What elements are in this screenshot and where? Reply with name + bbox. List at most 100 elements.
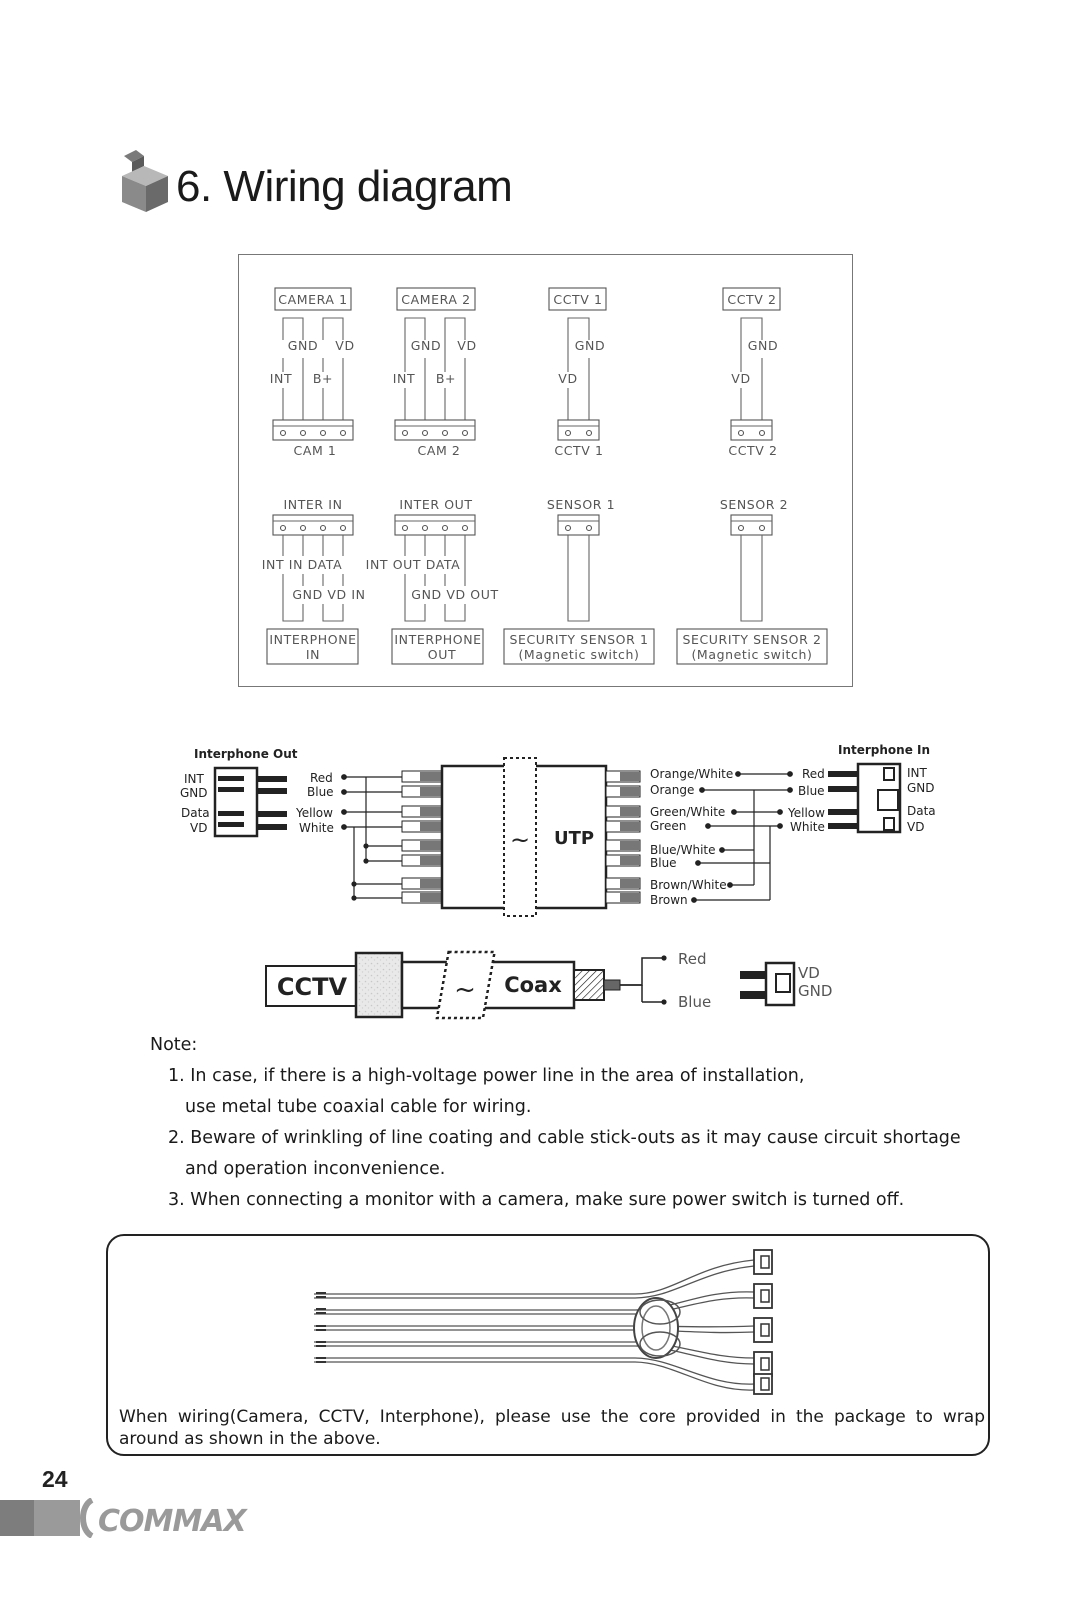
svg-text:GND: GND (411, 338, 441, 353)
interphone-out-connector: INT GND Data VD Red Blue Yellow White (180, 766, 334, 838)
svg-text:CAMERA 2: CAMERA 2 (401, 292, 470, 307)
utp-wiring-diagram: Interphone Out Interphone In INT GND Dat… (180, 743, 936, 917)
svg-text:Yellow: Yellow (787, 806, 825, 820)
camera-1-block: CAMERA 1 GND VD GND VD INT B+ CAM 1 (270, 287, 354, 458)
svg-text:White: White (299, 821, 334, 835)
svg-text:VD: VD (190, 821, 207, 835)
svg-text:INT: INT (184, 772, 205, 786)
svg-text:Brown/White: Brown/White (650, 878, 727, 892)
coax-label: Coax (504, 973, 562, 997)
svg-text:VD: VD (335, 338, 354, 353)
svg-text:White: White (790, 820, 825, 834)
svg-text:SENSOR 2: SENSOR 2 (720, 497, 788, 512)
footer-bar-accent (34, 1500, 80, 1536)
diagram-frame (238, 254, 853, 687)
svg-text:(Magnetic switch): (Magnetic switch) (691, 647, 812, 662)
svg-text:Yellow: Yellow (295, 806, 333, 820)
svg-text:Blue/White: Blue/White (650, 843, 716, 857)
svg-text:SECURITY SENSOR 1: SECURITY SENSOR 1 (509, 632, 648, 647)
svg-text:CCTV 2: CCTV 2 (727, 292, 776, 307)
svg-text:Red: Red (802, 767, 825, 781)
camera-1-label: CAMERA 1 (278, 292, 347, 307)
svg-text:SENSOR 1: SENSOR 1 (547, 497, 615, 512)
svg-text:(Magnetic switch): (Magnetic switch) (518, 647, 639, 662)
svg-text:GND VD IN: GND VD IN (292, 587, 365, 602)
svg-text:VD: VD (731, 371, 750, 386)
inter-out-block: INTER OUT INT OUT DATA GND VD OUT INTERP… (363, 497, 502, 665)
utp-cable: ~ UTP (401, 757, 641, 917)
svg-text:Blue: Blue (678, 993, 711, 1011)
svg-text:Blue: Blue (307, 785, 334, 799)
svg-text:Data: Data (181, 806, 210, 820)
svg-text:VD: VD (907, 820, 924, 834)
camera-2-block: CAMERA 2 GND VD INT B+ CAM 2 (392, 287, 476, 458)
svg-text:INT: INT (907, 766, 928, 780)
svg-text:GND: GND (575, 338, 605, 353)
interphone-in-title: Interphone In (838, 743, 930, 757)
svg-text:GND: GND (907, 781, 935, 795)
coax-wiring-diagram: CCTV ~ Coax Red Blue VD GND (265, 950, 832, 1020)
cctv-2-block: CCTV 2 GND VD CCTV 2 (722, 287, 781, 458)
svg-text:Red: Red (310, 771, 333, 785)
cctv-1-block: CCTV 1 GND VD CCTV 1 (548, 287, 607, 458)
svg-text:INT: INT (393, 371, 415, 386)
svg-text:CAM 1: CAM 1 (294, 443, 337, 458)
svg-text:INT IN DATA: INT IN DATA (262, 557, 342, 572)
sensor-1-block: SENSOR 1 SECURITY SENSOR 1 (Magnetic swi… (503, 497, 655, 665)
notes-section: Note: 1. In case, if there is a high-vol… (150, 1030, 1010, 1216)
commax-logo: COMMAX (80, 1498, 249, 1538)
svg-text:Green: Green (650, 819, 686, 833)
svg-text:VD: VD (798, 964, 820, 982)
svg-text:INT: INT (270, 371, 292, 386)
note-line: 2. Beware of wrinkling of line coating a… (168, 1128, 961, 1148)
cctv-source-label: CCTV (277, 973, 348, 1001)
svg-text:CAM 2: CAM 2 (418, 443, 461, 458)
notes-heading: Note: (150, 1035, 198, 1055)
svg-text:GND: GND (798, 982, 832, 1000)
svg-text:B+: B+ (313, 371, 333, 386)
svg-text:Red: Red (678, 950, 707, 968)
svg-text:B+: B+ (436, 371, 456, 386)
note-line: use metal tube coaxial cable for wiring. (185, 1097, 532, 1117)
svg-text:Orange: Orange (650, 783, 694, 797)
terminal-diagram: CAMERA 1 GND VD GND VD INT B+ CAM 1 CAME… (238, 254, 853, 687)
svg-text:VD: VD (457, 338, 476, 353)
svg-text:OUT: OUT (428, 647, 456, 662)
svg-text:SECURITY SENSOR 2: SECURITY SENSOR 2 (682, 632, 821, 647)
svg-text:CCTV 1: CCTV 1 (554, 443, 603, 458)
svg-text:INTERPHONE: INTERPHONE (394, 632, 481, 647)
note-line: and operation inconvenience. (185, 1159, 446, 1179)
utp-pair-labels: Orange/White Orange Green/White Green Bl… (650, 767, 733, 907)
inter-in-block: INTER IN INT IN DATA GND VD IN INTERPHON… (256, 497, 372, 665)
page-number: 24 (42, 1466, 68, 1492)
core-wrap-instruction: When wiring(Camera, CCTV, Interphone), p… (119, 1407, 985, 1449)
core-wrap-box (106, 1234, 990, 1456)
svg-text:~: ~ (510, 826, 530, 854)
svg-text:Blue: Blue (650, 856, 677, 870)
svg-text:GND: GND (288, 338, 318, 353)
svg-text:~: ~ (454, 975, 476, 1005)
svg-text:GND: GND (180, 786, 208, 800)
ferrite-core-illustration (314, 1249, 773, 1395)
svg-text:CCTV 1: CCTV 1 (553, 292, 602, 307)
utp-label: UTP (554, 828, 594, 849)
svg-text:Blue: Blue (798, 784, 825, 798)
svg-text:VD: VD (558, 371, 577, 386)
note-line: 3. When connecting a monitor with a came… (168, 1190, 905, 1210)
svg-text:IN: IN (306, 647, 320, 662)
svg-text:INTER OUT: INTER OUT (399, 497, 472, 512)
svg-text:Green/White: Green/White (650, 805, 725, 819)
cube-icon (122, 150, 168, 212)
svg-text:Data: Data (907, 804, 936, 818)
svg-text:Orange/White: Orange/White (650, 767, 733, 781)
interphone-in-connector: Red Blue Yellow White INT GND Data VD (787, 762, 936, 834)
note-line: 1. In case, if there is a high-voltage p… (168, 1066, 805, 1086)
section-header: 6. Wiring diagram (118, 148, 718, 218)
svg-text:INTER IN: INTER IN (283, 497, 342, 512)
sensor-2-block: SENSOR 2 SECURITY SENSOR 2 (Magnetic swi… (676, 497, 828, 665)
page-title: 6. Wiring diagram (176, 162, 513, 211)
svg-text:INT OUT DATA: INT OUT DATA (366, 557, 461, 572)
svg-text:GND: GND (748, 338, 778, 353)
svg-text:INTERPHONE: INTERPHONE (269, 632, 356, 647)
svg-text:CCTV 2: CCTV 2 (728, 443, 777, 458)
